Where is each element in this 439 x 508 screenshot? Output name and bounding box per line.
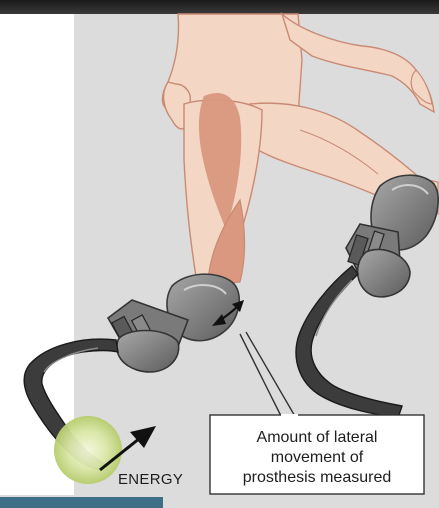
energy-label: ENERGY: [118, 471, 183, 488]
callout-line-1: Amount of lateral: [257, 429, 378, 446]
callout-box-top-mask: [281, 414, 298, 417]
top-dark-bar: [0, 0, 439, 14]
bottom-blue-bar: [0, 497, 163, 508]
callout-line-2: movement of: [271, 449, 364, 466]
callout-line-3: prosthesis measured: [243, 469, 392, 486]
energy-glow: [54, 416, 122, 484]
